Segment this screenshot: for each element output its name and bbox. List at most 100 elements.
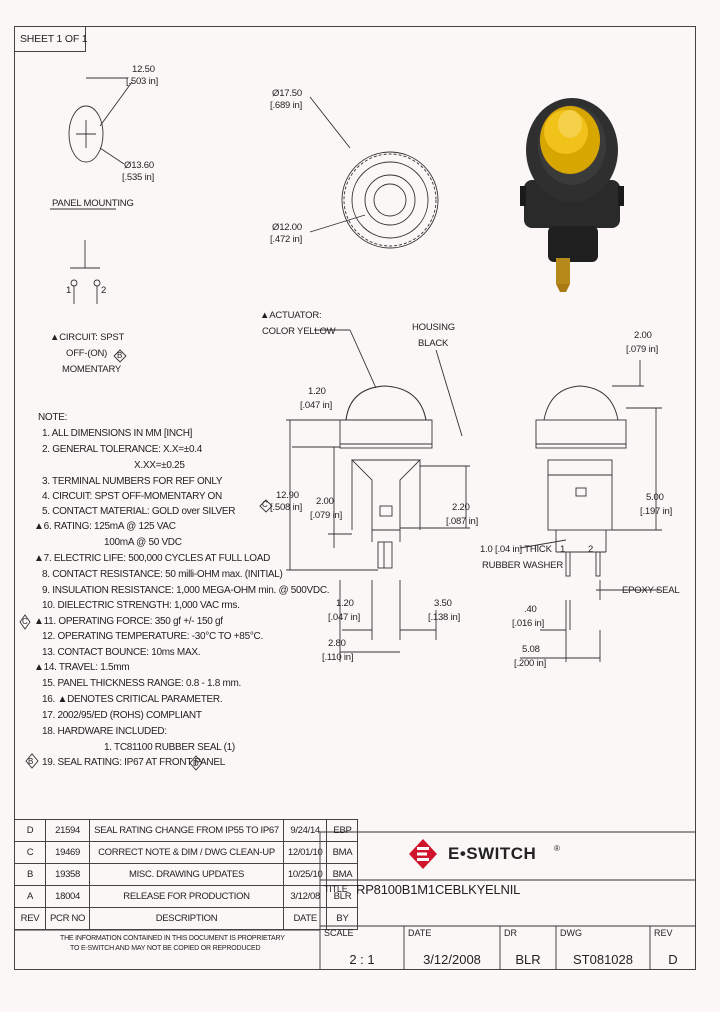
right-pin2: 2 (588, 544, 594, 555)
note-11: ▲11. OPERATING FORCE: 350 gf +/- 150 gf (34, 616, 223, 627)
front-view (309, 96, 439, 249)
date-cell: 3/12/08 (282, 885, 328, 908)
rev-cell: D (14, 819, 46, 842)
right-dim-right: 5.00 (646, 492, 664, 503)
scale-label: SCALE (324, 928, 354, 938)
dim-top-left: 1.20 (308, 386, 326, 397)
desc-cell: MISC. DRAWING UPDATES (89, 863, 284, 886)
table-row: C 19469 CORRECT NOTE & DIM / DWG CLEAN-U… (14, 841, 359, 864)
dim-body-inch: [.087 in] (446, 516, 479, 527)
note-2a: 2. GENERAL TOLERANCE: X.X=±0.4 (42, 444, 202, 455)
front-od-inch: [.689 in] (270, 100, 303, 111)
eswitch-logo: E•SWITCH ® (408, 838, 678, 874)
scale-value: 2 : 1 (349, 952, 375, 967)
proprietary-line1: THE INFORMATION CONTAINED IN THIS DOCUME… (60, 935, 285, 942)
desc-cell: SEAL RATING CHANGE FROM IP55 TO IP67 (89, 819, 284, 842)
pcr-cell: 21594 (44, 819, 91, 842)
header-date: DATE (282, 907, 328, 930)
right-dim-right-inch: [.197 in] (640, 506, 673, 517)
by-cell: EBP (326, 819, 359, 842)
date-cell: 10/25/10 (282, 863, 328, 886)
actuator-line2: COLOR YELLOW (262, 326, 336, 337)
housing-line1: HOUSING (412, 322, 455, 333)
note-2b: X.XX=±0.25 (134, 460, 185, 471)
dim-width-inch: [.110 in] (322, 652, 354, 663)
schematic-pin2: 2 (101, 285, 107, 296)
date-cell: 12/01/10 (282, 841, 328, 864)
dim-height-inch: [.508 in] (270, 502, 303, 513)
front-id-inch: [.472 in] (270, 234, 303, 245)
date-cell: DATE 3/12/2008 (404, 926, 500, 970)
note-14: ▲14. TRAVEL: 1.5mm (34, 662, 130, 673)
note-18: 18. HARDWARE INCLUDED: (42, 726, 167, 737)
header-rev: REV (14, 907, 46, 930)
switch-render (520, 98, 624, 292)
right-dim-span-inch: [.200 in] (514, 658, 547, 669)
washer-line1: 1.0 [.04 in] THICK (480, 544, 552, 555)
note-6a: ▲6. RATING: 125mA @ 125 VAC (34, 521, 176, 532)
pcr-cell: 18004 (44, 885, 91, 908)
dim-pitch: 3.50 (434, 598, 452, 609)
date-value: 3/12/2008 (423, 952, 481, 967)
dim-mid-inch: [.079 in] (310, 510, 343, 521)
side-view-right (519, 360, 662, 662)
title-value: RP8100B1M1CEBLKYELNIL (356, 882, 521, 897)
pcr-cell: 19469 (44, 841, 91, 864)
header-pcr: PCR NO (44, 907, 91, 930)
note-7: ▲7. ELECTRIC LIFE: 500,000 CYCLES AT FUL… (34, 553, 271, 564)
eswitch-logo-icon (409, 839, 437, 869)
sheet-label: SHEET 1 OF 1 (14, 26, 88, 52)
table-row: A 18004 RELEASE FOR PRODUCTION 3/12/08 B… (14, 885, 359, 908)
note-10: 10. DIELECTRIC STRENGTH: 1,000 VAC rms. (42, 600, 240, 611)
right-dim-top: 2.00 (634, 330, 652, 341)
note-8: 8. CONTACT RESISTANCE: 50 milli-OHM max.… (42, 569, 283, 580)
dwg-label: DWG (560, 928, 582, 938)
panel-dim1-inch: [.503 in] (126, 76, 159, 87)
drawing-frame (14, 26, 696, 970)
dr-value: BLR (515, 952, 541, 967)
right-dim-span: 5.08 (522, 644, 540, 655)
housing-line2: BLACK (418, 338, 449, 349)
right-pin1: 1 (560, 544, 566, 555)
title-label: TITLE (324, 884, 348, 894)
panel-mounting-label: PANEL MOUNTING (52, 198, 134, 209)
note-3: 3. TERMINAL NUMBERS FOR REF ONLY (42, 476, 223, 487)
dim-term: 1.20 (336, 598, 354, 609)
title-block-lines (14, 831, 696, 970)
revision-table: D 21594 SEAL RATING CHANGE FROM IP55 TO … (14, 819, 359, 930)
right-dim-pin-inch: [.016 in] (512, 618, 545, 629)
desc-cell: CORRECT NOTE & DIM / DWG CLEAN-UP (89, 841, 284, 864)
schematic-symbol (70, 240, 101, 304)
note-title: NOTE: (38, 412, 68, 423)
date-cell: 9/24/14 (282, 819, 328, 842)
panel-dim2-inch: [.535 in] (122, 172, 155, 183)
proprietary-line2: TO E-SWITCH AND MAY NOT BE COPIED OR REP… (70, 945, 261, 952)
circuit-line2: OFF-(ON) (66, 348, 108, 359)
dim-mid: 2.00 (316, 496, 334, 507)
actuator-line1: ▲ACTUATOR: (260, 310, 322, 321)
side-view-left (286, 329, 470, 662)
rev-cell: A (14, 885, 46, 908)
note-15: 15. PANEL THICKNESS RANGE: 0.8 - 1.8 mm. (42, 678, 241, 689)
rev-cell: C (14, 841, 46, 864)
circuit-line1: ▲CIRCUIT: SPST (50, 332, 125, 343)
note-12: 12. OPERATING TEMPERATURE: -30°C TO +85°… (42, 631, 263, 642)
rev-value: D (668, 952, 678, 967)
by-cell: BMA (326, 841, 359, 864)
scale-cell: SCALE 2 : 1 (320, 926, 404, 970)
rev-hexagons (19, 349, 273, 771)
dim-body: 2.20 (452, 502, 470, 513)
table-header-row: REV PCR NO DESCRIPTION DATE BY (14, 907, 359, 930)
rev-cell-tb: REV D (650, 926, 696, 970)
note-19-rev2: D (193, 759, 199, 768)
pcr-cell: 19358 (44, 863, 91, 886)
note-1: 1. ALL DIMENSIONS IN MM [INCH] (42, 428, 193, 439)
note-9: 9. INSULATION RESISTANCE: 1,000 MEGA-OHM… (42, 585, 330, 596)
dr-label: DR (504, 928, 517, 938)
schematic-pin1: 1 (66, 285, 72, 296)
note-16: 16. ▲DENOTES CRITICAL PARAMETER. (42, 694, 223, 705)
right-dim-pin: .40 (524, 604, 537, 615)
table-row: D 21594 SEAL RATING CHANGE FROM IP55 TO … (14, 819, 359, 842)
right-dim-top-inch: [.079 in] (626, 344, 659, 355)
